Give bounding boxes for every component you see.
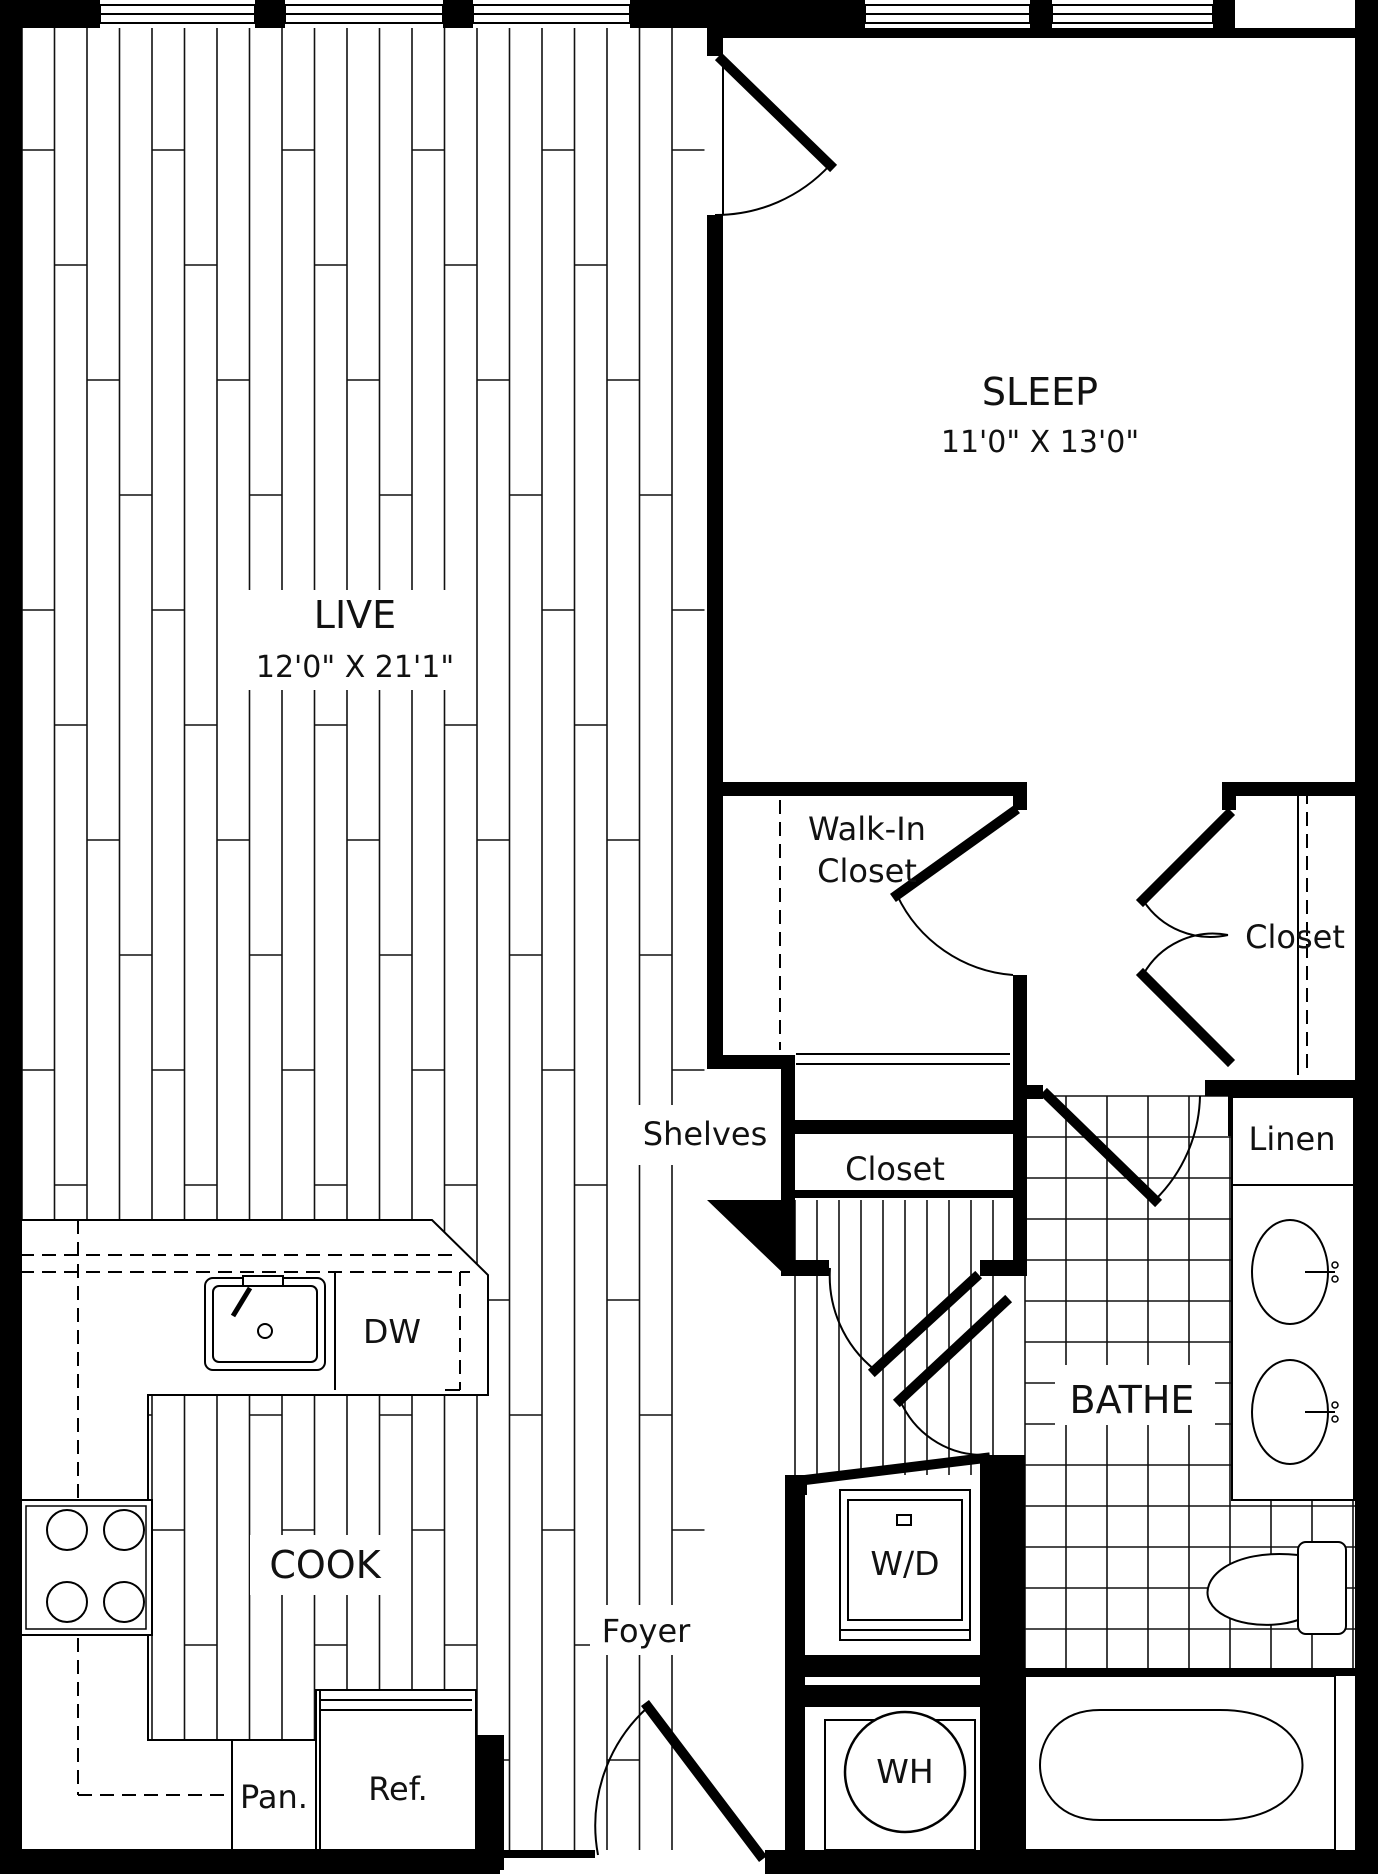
bedroom-door: [714, 52, 838, 217]
shelves-label: Shelves: [643, 1115, 767, 1153]
stove: [19, 1499, 153, 1636]
washer-dryer: [839, 1489, 971, 1641]
water-heater: [824, 1710, 976, 1851]
cook-room-name: COOK: [269, 1543, 381, 1587]
windows: [99, 4, 1214, 24]
front-door: [594, 1699, 768, 1863]
walkin-closet-door: [779, 800, 1020, 1065]
refrigerator-label: Ref.: [368, 1770, 428, 1808]
kitchen-sink: [204, 1275, 326, 1371]
pantry-label: Pan.: [240, 1778, 308, 1816]
dishwasher-label: DW: [363, 1312, 421, 1351]
hall-closet-doors: [799, 1267, 1013, 1486]
washer-dryer-label: W/D: [870, 1544, 939, 1583]
bathtub: [1024, 1675, 1336, 1851]
live-room-dimensions: 12'0" X 21'1": [256, 650, 454, 685]
closet-label-right: Closet: [1245, 918, 1345, 956]
water-heater-label: WH: [876, 1752, 933, 1791]
sleep-room-dimensions: 11'0" X 13'0": [941, 425, 1139, 460]
linen-label: Linen: [1249, 1120, 1336, 1158]
foyer-label: Foyer: [602, 1612, 691, 1650]
bathroom-door: [1039, 1087, 1201, 1208]
live-room-name: LIVE: [314, 593, 396, 637]
walkin-closet-label-line1: Walk-In: [808, 810, 926, 848]
walkin-closet-label-line2: Closet: [817, 852, 917, 890]
toilet: [1206, 1541, 1347, 1635]
bath-vanity: [1231, 1096, 1355, 1501]
bathe-room-name: BATHE: [1070, 1378, 1195, 1422]
closet-bifold-doors: [1135, 790, 1308, 1075]
hall-closet-label: Closet: [845, 1150, 945, 1188]
sleep-room-name: SLEEP: [982, 370, 1098, 414]
